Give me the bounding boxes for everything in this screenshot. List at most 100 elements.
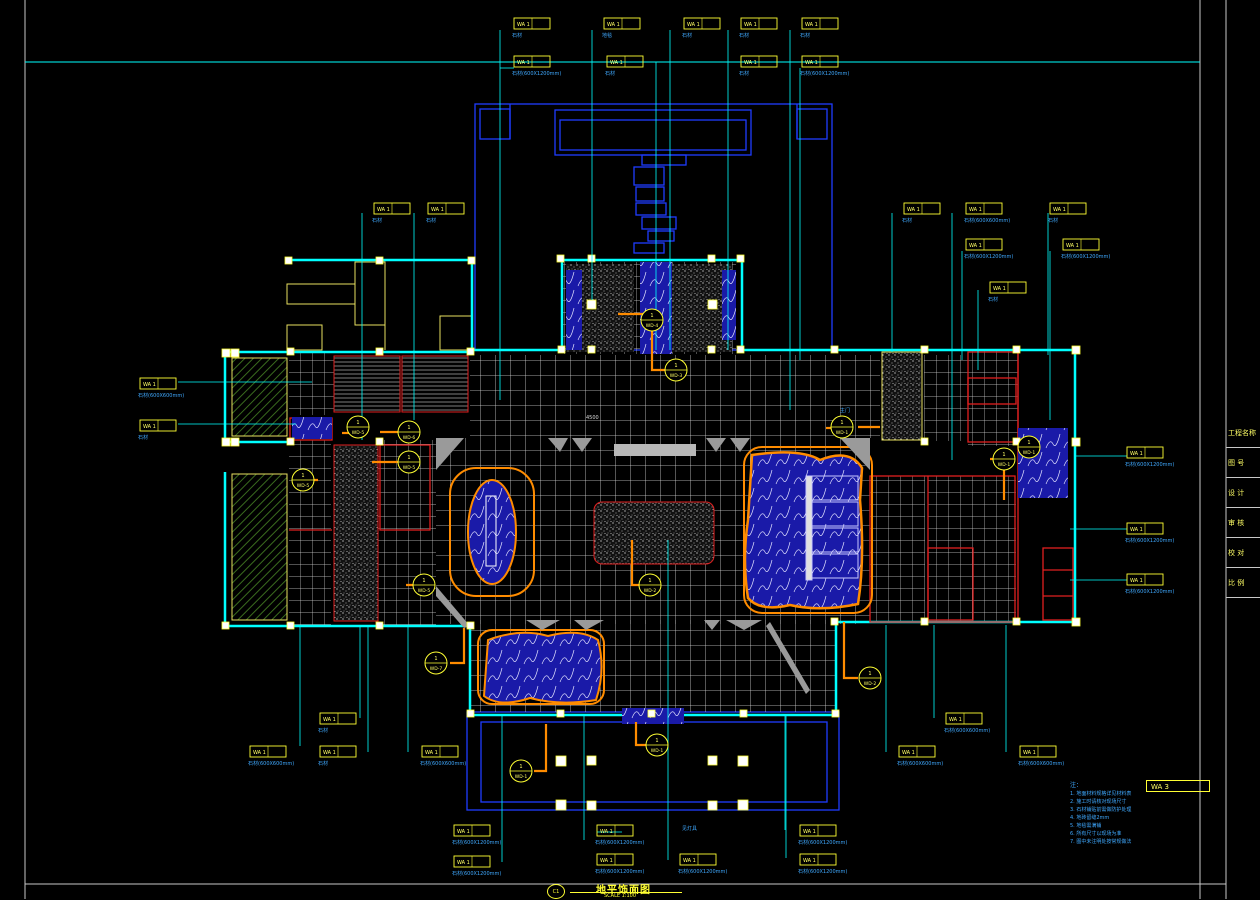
- material-tag: WA 1石材(600X1200mm): [1125, 446, 1174, 468]
- tag-note: 石材(600X1200mm): [1125, 461, 1174, 468]
- tag-note: 石材(600X600mm): [248, 760, 294, 767]
- material-tag: WA 1石材(600X1200mm): [798, 853, 847, 875]
- material-tag: WA 1石材(600X1200mm): [512, 55, 561, 77]
- title-block-cell: 校 对: [1226, 538, 1260, 568]
- section-ref: WD-1: [515, 774, 528, 780]
- upper-left-structure: [286, 261, 473, 351]
- tag-note: 石材(600X1200mm): [452, 870, 501, 877]
- material-tag: WA 1地毯: [602, 17, 641, 39]
- section-mark: 1WD-1: [992, 447, 1016, 471]
- material-tag: WA 1石材: [800, 17, 839, 39]
- tag-note: 石材(600X1200mm): [678, 868, 727, 875]
- note-line: 2. 施工时请核对现场尺寸: [1070, 799, 1127, 805]
- material-tag: WA 1石材(600X1200mm): [595, 853, 644, 875]
- tag-code: WA 1: [600, 829, 613, 835]
- section-ref: WD-1: [651, 748, 664, 754]
- section-number: 1: [868, 671, 871, 677]
- tag-note: 石材(600X1200mm): [512, 70, 561, 77]
- tag-code: WA 1: [1130, 578, 1143, 584]
- tag-code: WA 1: [1066, 243, 1079, 249]
- tag-note: 石材: [318, 727, 328, 734]
- tag-code: WA 1: [610, 60, 623, 66]
- tag-note: 石材: [800, 32, 810, 39]
- section-mark: 1WD-5: [291, 468, 315, 492]
- tag-note: 石材: [682, 32, 692, 39]
- lamp-note: 见灯具: [682, 825, 697, 832]
- section-ref: WD-5: [352, 430, 365, 436]
- tag-code: WA 1: [969, 207, 982, 213]
- door-mark: 主门: [840, 407, 850, 414]
- note-line: 5. 地毯需满铺: [1070, 823, 1102, 829]
- carpet-zones: [292, 262, 1068, 724]
- section-mark: 1WD-2: [858, 666, 882, 690]
- note-line: 3. 石材铺贴前需做防护处理: [1070, 807, 1132, 813]
- tag-code: WA 1: [431, 207, 444, 213]
- tag-note: 石材(600X1200mm): [452, 839, 501, 846]
- section-ref: WD-4: [646, 323, 659, 329]
- material-tag: WA 1 石材(600X600mm): [1018, 745, 1064, 767]
- tag-code: WA 1: [425, 750, 438, 756]
- section-mark: 1WD-4: [640, 308, 664, 332]
- material-tag: WA 1 石材: [318, 712, 357, 734]
- tag-code: WA 1: [803, 858, 816, 864]
- tag-code: WA 1: [803, 829, 816, 835]
- column-posts: [221, 254, 1081, 811]
- green-planters: [231, 357, 288, 621]
- material-tag: WA 1石材: [318, 745, 357, 767]
- section-number: 1: [407, 455, 410, 461]
- tag-code: WA 1: [1023, 750, 1036, 756]
- title-block-cell: 比 例: [1226, 568, 1260, 598]
- tag-code: WA 1: [744, 60, 757, 66]
- drawing-scale: SCALE 1:100: [604, 893, 637, 899]
- tag-note: 石材(600X600mm): [138, 392, 184, 399]
- title-underline: [570, 892, 682, 893]
- section-mark: 1WD-5: [397, 450, 421, 474]
- section-ref: WD-5: [297, 483, 310, 489]
- tag-code: WA 1: [949, 717, 962, 723]
- tag-code: WA 1: [323, 750, 336, 756]
- section-marks: 1WD-41WD-31WD-51WD-61WD-51WD-11WD-11WD-1…: [291, 308, 1041, 783]
- section-ref: WD-7: [430, 666, 443, 672]
- section-ref: WD-3: [670, 373, 683, 379]
- material-tag: WA 1 石材(600X600mm): [420, 745, 466, 767]
- section-mark: 1WD-1: [645, 733, 669, 757]
- section-ref: WD-2: [864, 681, 877, 687]
- material-tag: WA 1石材(600X1200mm): [1125, 522, 1174, 544]
- section-mark: 1WD-1: [1017, 435, 1041, 459]
- tag-code: WA 1: [907, 207, 920, 213]
- tag-code: WA 1: [607, 22, 620, 28]
- title-block-cell: 图 号: [1226, 448, 1260, 478]
- material-tag: WA 1石材: [138, 419, 177, 441]
- sheet-reference: WA 3: [1146, 780, 1210, 792]
- tag-note: 石材(600X1200mm): [595, 839, 644, 846]
- material-tag: WA 1 石材(600X600mm): [138, 377, 184, 399]
- material-tag: WA 1石材(600X1200mm): [1125, 573, 1174, 595]
- section-number: 1: [655, 738, 658, 744]
- title-block-cell: 设 计: [1226, 478, 1260, 508]
- tag-note: 石材(600X600mm): [420, 760, 466, 767]
- tag-code: WA 1: [457, 829, 470, 835]
- tag-note: 石材: [138, 434, 148, 441]
- tag-code: WA 1: [993, 286, 1006, 292]
- section-ref: WD-5: [403, 465, 416, 471]
- tag-code: WA 1: [600, 858, 613, 864]
- tag-note: 石材: [739, 70, 749, 77]
- material-tag: WA 1石材: [512, 17, 551, 39]
- material-tag: WA 1石材(600X1200mm): [800, 55, 849, 77]
- material-tag: WA 1石材(600X1200mm): [964, 238, 1013, 260]
- material-tag: WA 1石材: [1048, 202, 1087, 224]
- section-number: 1: [840, 420, 843, 426]
- section-mark: 1WD-6: [397, 420, 421, 444]
- tag-code: WA 1: [744, 22, 757, 28]
- note-line: 7. 图中未注明处按常规做法: [1070, 839, 1132, 845]
- note-line: 注：: [1070, 782, 1083, 789]
- tag-note: 石材(600X600mm): [1018, 760, 1064, 767]
- tag-code: WA 1: [143, 382, 156, 388]
- tag-code: WA 1: [377, 207, 390, 213]
- tag-code: WA 1: [323, 717, 336, 723]
- tag-code: WA 1: [457, 860, 470, 866]
- section-ref: WD-1: [998, 462, 1011, 468]
